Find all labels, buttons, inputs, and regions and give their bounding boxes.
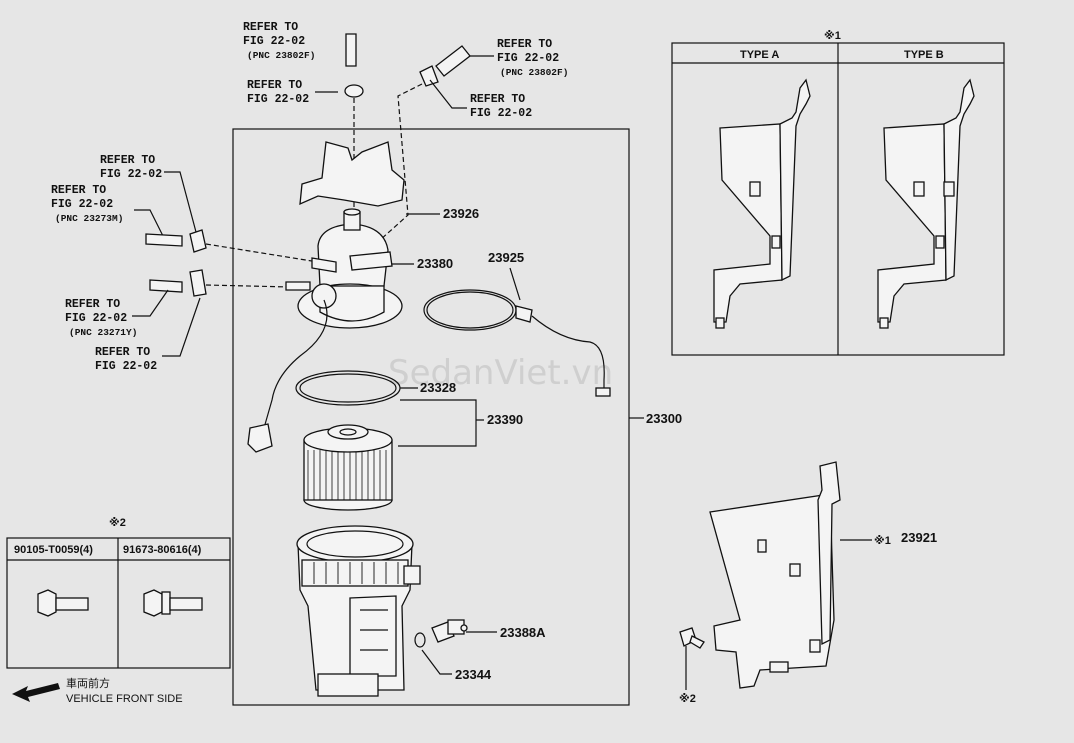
hose-clip-left-lower (189, 269, 207, 297)
ref-line: REFER TO (51, 184, 106, 197)
ref-line: REFER TO (100, 154, 155, 167)
part-23921-label: 23921 (901, 530, 937, 545)
sensor-23388A (431, 619, 468, 643)
bracket-23921 (709, 461, 841, 689)
oring-23328 (295, 370, 401, 406)
fuel-pipe-top (345, 33, 357, 67)
part-23300-label: 23300 (646, 411, 682, 426)
ref-right-clip: REFER TO FIG 22-02 (470, 93, 532, 120)
ref-line: REFER TO (65, 298, 120, 311)
filter-head-23380 (285, 208, 403, 329)
hose-clip-right (419, 65, 439, 87)
bolt-90105 (37, 589, 89, 617)
oring-23344 (414, 632, 426, 648)
ref-top-center: REFER TO FIG 22-02 (PNC 23802F) (243, 21, 315, 61)
bolt-small (679, 627, 705, 649)
ref-line: REFER TO (470, 93, 525, 106)
ref-pnc: (PNC 23271Y) (69, 327, 137, 338)
front-arrow-icon (12, 683, 60, 702)
ref-left-clip-lower: REFER TO FIG 22-02 (95, 346, 157, 373)
ref-top-right: REFER TO FIG 22-02 (PNC 23802F) (497, 38, 568, 78)
bracket-type-b (877, 78, 975, 329)
ref-line: FIG 22-02 (497, 52, 559, 65)
ref-left-hose-lower: REFER TO FIG 22-02 (PNC 23271Y) (65, 298, 137, 338)
part-23328-label: 23328 (420, 380, 456, 395)
ref-line: FIG 22-02 (243, 35, 305, 48)
front-en-label: VEHICLE FRONT SIDE (66, 693, 183, 705)
fuel-pipe-right (435, 45, 471, 77)
ref-left-clip-upper: REFER TO FIG 22-02 (100, 154, 162, 181)
ref-line: REFER TO (497, 38, 552, 51)
ref-pnc: (PNC 23273M) (55, 213, 123, 224)
ref-line: FIG 22-02 (95, 360, 157, 373)
ref-line: FIG 22-02 (470, 107, 532, 120)
ref-left-hose-upper: REFER TO FIG 22-02 (PNC 23273M) (51, 184, 123, 224)
bolt-note-mark: ※2 (679, 693, 696, 705)
type-a-label: TYPE A (740, 49, 779, 61)
ref-pnc: (PNC 23802F) (500, 67, 568, 78)
bolt-91673 (143, 589, 203, 617)
ref-line: REFER TO (95, 346, 150, 359)
sensor-connector (247, 423, 273, 453)
bolt-col2-label: 91673-80616(4) (123, 544, 202, 556)
cover-23926 (299, 141, 405, 207)
part-23380-label: 23380 (417, 256, 453, 271)
part-23390-label: 23390 (487, 412, 523, 427)
bracket-note-mark: ※1 (874, 535, 891, 547)
ref-line: REFER TO (243, 21, 298, 34)
oring-23925 (423, 289, 517, 331)
ref-line: FIG 22-02 (247, 93, 309, 106)
part-23344-label: 23344 (455, 667, 492, 682)
type-b-label: TYPE B (904, 49, 944, 61)
note1-mark: ※1 (824, 30, 841, 42)
bolt-col1-label: 90105-T0059(4) (14, 544, 93, 556)
note2-mark: ※2 (109, 517, 126, 529)
watermark: SedanViet.vn (388, 353, 613, 393)
hose-clip-left-upper (189, 229, 207, 253)
part-23925-label: 23925 (488, 250, 524, 265)
filter-element-23390 (303, 424, 393, 511)
part-23388A-label: 23388A (500, 625, 546, 640)
bracket-type-a (713, 78, 811, 329)
ref-line: FIG 22-02 (51, 198, 113, 211)
ref-top-clip: REFER TO FIG 22-02 (247, 79, 309, 106)
filter-case (296, 525, 421, 697)
ref-line: FIG 22-02 (65, 312, 127, 325)
ref-line: FIG 22-02 (100, 168, 162, 181)
front-jp-label: 車両前方 (66, 676, 110, 690)
part-23926-label: 23926 (443, 206, 479, 221)
hose-clip-top (344, 84, 364, 98)
assembly-box (232, 128, 630, 706)
ref-pnc: (PNC 23802F) (247, 50, 315, 61)
hose-left-lower (149, 279, 183, 293)
hose-left-upper (145, 233, 183, 247)
ref-line: REFER TO (247, 79, 302, 92)
